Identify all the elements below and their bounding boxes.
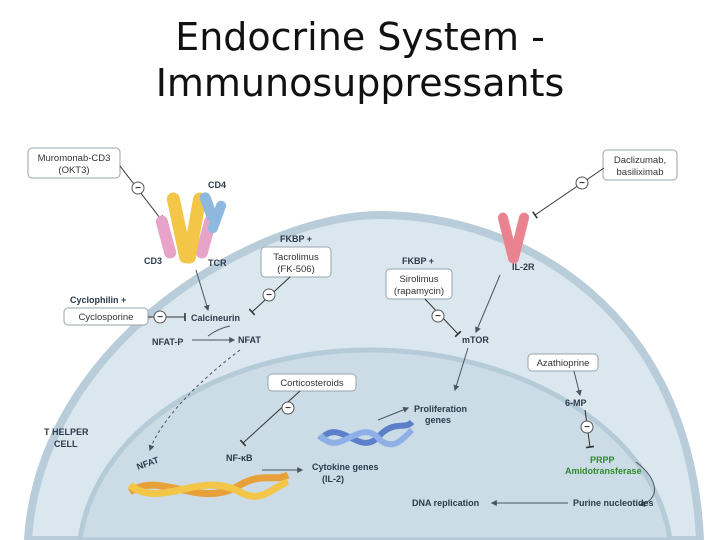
daclizumab-box: Daclizumab, basiliximab — [602, 149, 678, 181]
daclizumab-label-2: basiliximab — [617, 167, 664, 178]
proliferation-label-2: genes — [425, 415, 451, 425]
inhibit-symbol-tacrolimus — [262, 288, 276, 302]
slide-title: Endocrine System - Immunosuppressants — [0, 14, 720, 106]
inhibit-text-tacrolimus: − — [266, 290, 272, 301]
inhibit-text-sirolimus: − — [435, 311, 441, 322]
mtor-label: mTOR — [462, 335, 489, 345]
il2r-receptor — [497, 212, 530, 264]
prpp-label-1: PRPP — [590, 455, 615, 465]
muromonab-label-2: (OKT3) — [58, 165, 89, 176]
tcr-complex — [155, 192, 227, 264]
calcineurin-label: Calcineurin — [191, 313, 240, 323]
inhibit-text-muromonab: − — [135, 183, 141, 194]
corticosteroids-box: Corticosteroids — [267, 373, 357, 392]
sirolimus-box: Sirolimus (rapamycin) — [385, 268, 453, 300]
inhibit-symbol-corticosteroids — [281, 401, 295, 415]
fkbp-label-1: FKBP + — [280, 234, 312, 244]
inhibit-symbol-azathioprine — [580, 420, 594, 434]
cytokine-dna — [127, 471, 290, 500]
prpp-label-2: Amidotransferase — [565, 466, 642, 476]
muromonab-box: Muromonab-CD3 (OKT3) — [27, 147, 121, 179]
cd4-label: CD4 — [208, 180, 226, 190]
sirolimus-label-2: (rapamycin) — [394, 286, 444, 297]
daclizumab-label-1: Daclizumab, — [614, 155, 666, 166]
cell-label-1: T HELPER — [44, 427, 89, 437]
title-line-1: Endocrine System - — [175, 15, 545, 59]
title-line-2: Immunosuppressants — [155, 61, 565, 105]
inhibit-text-azathioprine: − — [584, 422, 590, 433]
sirolimus-label-1: Sirolimus — [399, 274, 438, 285]
cyclophilin-label: Cyclophilin + — [70, 295, 126, 305]
corticosteroids-label: Corticosteroids — [280, 378, 344, 389]
nfat-p-label: NFAT-P — [152, 337, 183, 347]
tacrolimus-label-1: Tacrolimus — [273, 252, 319, 263]
tcr-label: TCR — [208, 258, 227, 268]
purine-label: Purine nucleotides — [573, 498, 654, 508]
tacrolimus-label-2: (FK-506) — [277, 264, 314, 275]
nfat-label: NFAT — [238, 335, 261, 345]
immunosuppressant-diagram: Muromonab-CD3 (OKT3) Daclizumab, basilix… — [23, 147, 705, 540]
cd3-label: CD3 — [144, 256, 162, 266]
inhibit-text-cyclosporine: − — [157, 312, 163, 323]
cytokine-label-1: Cytokine genes — [312, 462, 379, 472]
azathioprine-box: Azathioprine — [527, 353, 599, 372]
fkbp-label-2: FKBP + — [402, 256, 434, 266]
proliferation-label-1: Proliferation — [414, 404, 467, 414]
inhibit-symbol-sirolimus — [431, 309, 445, 323]
nfkb-label: NF-κB — [226, 453, 253, 463]
inhibit-symbol-cyclosporine — [153, 310, 167, 324]
dna-replication-label: DNA replication — [412, 498, 479, 508]
cyclosporine-label: Cyclosporine — [79, 312, 134, 323]
cyclosporine-box: Cyclosporine — [63, 307, 149, 326]
six-mp-label: 6-MP — [565, 398, 587, 408]
inhibit-text-corticosteroids: − — [285, 403, 291, 414]
inhibit-text-daclizumab: − — [579, 178, 585, 189]
tacrolimus-box: Tacrolimus (FK-506) — [260, 246, 332, 278]
inhibit-symbol-daclizumab — [575, 176, 589, 190]
cytokine-label-2: (IL-2) — [322, 474, 344, 484]
daclizumab-inhibit-line — [532, 167, 605, 219]
il2r-label: IL-2R — [512, 262, 535, 272]
cell-label-2: CELL — [54, 439, 78, 449]
inhibit-symbol-muromonab — [131, 181, 145, 195]
proliferation-dna — [317, 419, 415, 448]
muromonab-label-1: Muromonab-CD3 — [38, 153, 111, 164]
azathioprine-label: Azathioprine — [537, 358, 590, 369]
